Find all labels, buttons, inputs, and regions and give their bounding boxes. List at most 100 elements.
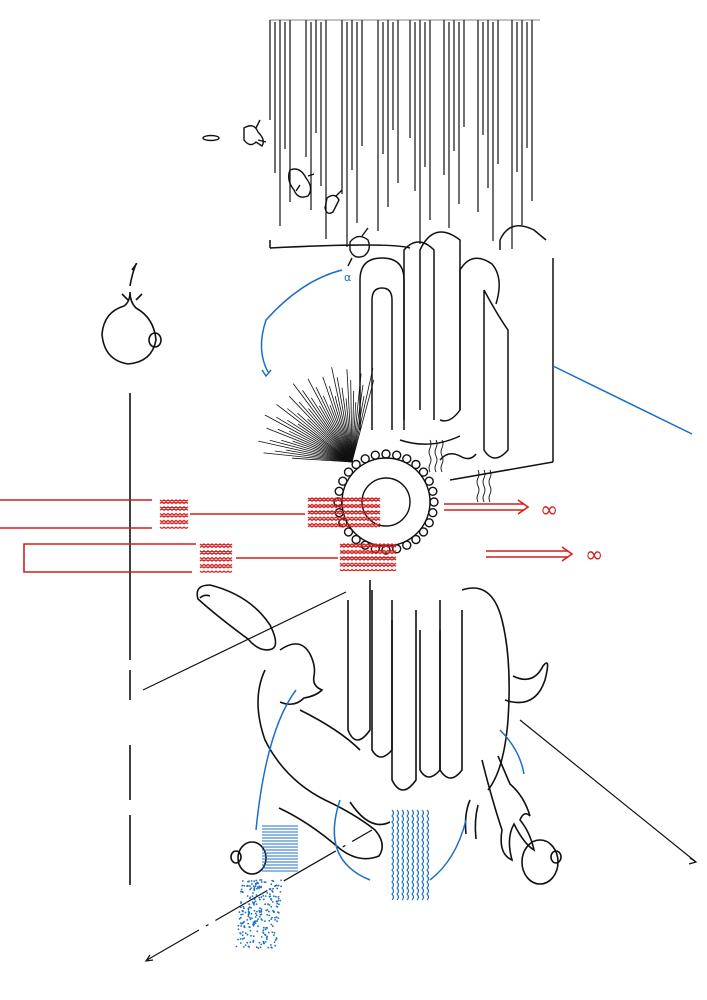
fan-ray [322,376,353,463]
stipple-dot [264,881,267,883]
red-wave-line [199,549,233,553]
stipple-dot [244,944,247,946]
red-wave-line [159,501,189,505]
fan-ray [297,423,353,463]
fan-ray [307,378,353,463]
blue-wave-line [416,809,420,901]
stipple-dot [271,931,274,934]
cog-tooth [338,518,348,528]
stipple-dot [258,885,261,888]
stipple-dot [277,897,280,900]
stipple-dot [258,909,261,912]
red-wave-line [307,497,381,500]
stipple-dot [251,883,253,885]
fan-ray [287,408,353,463]
stipple-dot [267,946,270,949]
fan-ray [281,439,353,463]
stipple-dot [260,879,263,881]
stipple-dot [256,887,258,890]
blue-stipple [235,879,282,949]
stipple-dot [239,922,242,924]
stipple-dot [254,882,257,885]
stipple-dot [269,893,271,895]
stipple-dot [271,891,274,893]
red-wave-line [307,509,381,513]
stipple-dot [262,931,264,934]
red-wave-line [159,522,189,525]
fan-ray [298,401,353,463]
cog-tooth [381,449,391,459]
stipple-dot [249,941,252,944]
stipple-dot [275,895,277,898]
stipple-dot [263,881,266,883]
red-wave-line [339,551,397,555]
stipple-dot [241,890,244,893]
stipple-dot [271,916,273,919]
stipple-dot [271,901,274,903]
stipple-dot [256,920,259,922]
stipple-dot [247,915,250,918]
stipple-dot [241,884,244,887]
fan-ray [329,386,353,463]
blue-strokes [255,269,693,881]
fan-ray [351,396,365,463]
fan-ray [297,413,353,463]
red-wave-line [339,545,397,549]
stipple-dot [253,898,256,901]
stipple-dot [264,895,267,897]
red-wave-line [199,559,233,562]
stipple-dot [253,880,256,883]
red-wave-line [307,522,381,526]
fan-ray [341,387,353,463]
stipple-dot [250,912,253,915]
stipple-dot [264,940,267,943]
blue-wave-line [401,809,405,901]
stipple-dot [248,903,251,906]
stipple-dot [262,895,265,897]
stipple-dot [255,903,258,905]
stipple-dot [252,885,255,888]
small-head-figure [101,262,162,365]
stipple-dot [235,945,238,948]
red-wave-line [339,568,397,572]
stipple-dot [246,919,249,921]
infinity-symbol-top: ∞ [540,498,558,523]
stipple-dot [268,914,271,917]
stipple-dot [270,923,273,926]
red-wave-line [199,545,233,549]
blue-wave-line [426,809,430,901]
stipple-dot [260,943,263,946]
red-wave-line [199,556,233,560]
stipple-dot [273,941,276,943]
stipple-dot [260,881,263,883]
stipple-dot [273,911,275,914]
stipple-dot [277,895,280,898]
cog-tooth [392,450,402,460]
stipple-dot [238,911,241,913]
alpha-symbol: α [344,271,351,284]
stipple-dot [256,930,259,933]
red-wave-blocks [159,497,397,573]
cog-tooth [428,486,438,496]
fan-ray [345,398,353,463]
cog-tooth [334,486,344,496]
stipple-dot [240,890,243,893]
red-wave-line [339,562,397,565]
stipple-dot [260,910,263,912]
fan-ray [302,390,353,463]
fan-ray [307,418,353,463]
stipple-dot [267,910,270,913]
stipple-dot [254,916,257,918]
red-wave-line [307,505,381,509]
stipple-dot [267,931,270,934]
stipple-dot [241,938,244,940]
stipple-dot [268,888,271,891]
stipple-dot [268,919,271,922]
stipple-dot [252,941,255,943]
blue-wave-line [421,809,425,901]
stipple-dot [275,937,278,939]
stipple-dot [273,934,275,936]
stipple-dot [253,909,256,912]
stipple-dot [259,913,262,916]
